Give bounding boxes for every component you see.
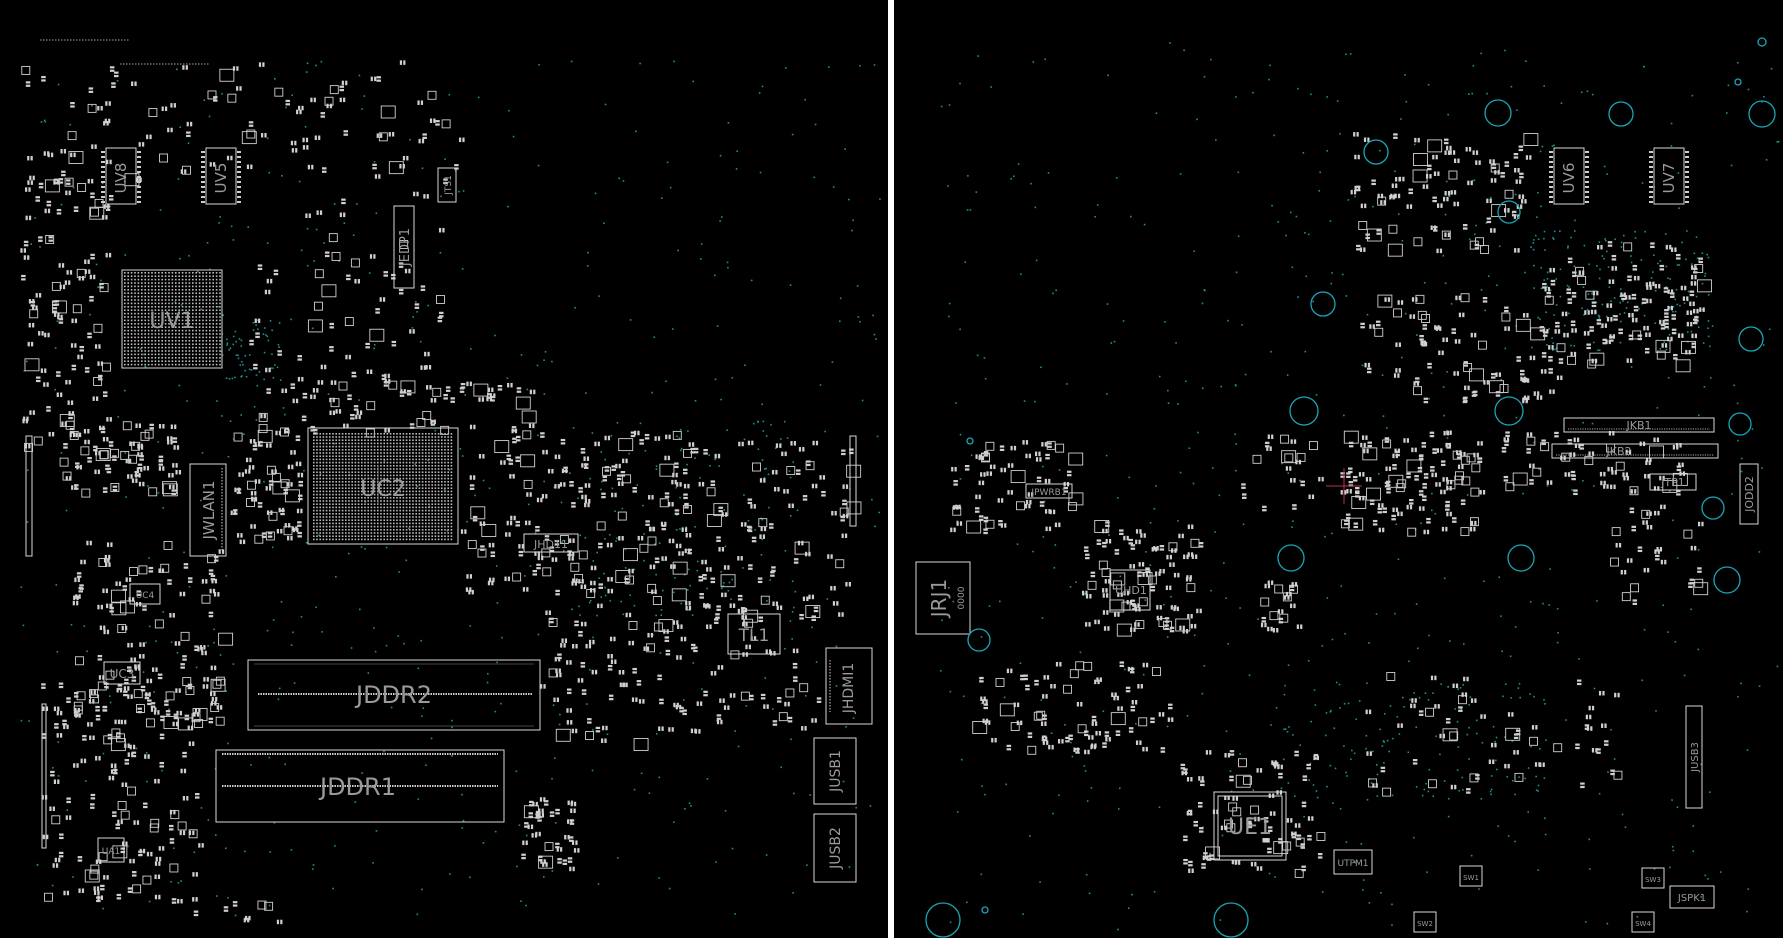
top-side-small-components <box>20 60 862 925</box>
label-jhd11: JHD11 <box>533 538 568 551</box>
left-edge-strip <box>41 703 47 849</box>
switch-sw2[interactable]: SW2 <box>1413 911 1437 933</box>
connector-jhdmi1[interactable]: JHDMI1 <box>825 647 873 725</box>
component-uv8[interactable]: UV8 <box>101 147 141 205</box>
label-jhdmi1: JHDMI1 <box>841 663 857 715</box>
label-utpm1: UTPM1 <box>1337 859 1368 869</box>
label-jddr2: JDDR2 <box>354 681 432 709</box>
label-uv5: UV5 <box>212 163 230 194</box>
component-uhd1[interactable]: UHD1 <box>1109 569 1151 611</box>
label-sw3: SW3 <box>1645 876 1661 884</box>
bottom-side-small-components <box>950 132 1712 878</box>
component-ue1[interactable]: UE1 <box>1213 791 1287 861</box>
component-uc2[interactable]: UC2 <box>307 427 459 545</box>
label-jwlan1: JWLAN1 <box>200 481 218 541</box>
connector-jddr2[interactable]: JDDR2 <box>247 659 541 731</box>
component-utpm1[interactable]: UTPM1 <box>1333 849 1373 875</box>
connector-jrj1[interactable]: JRJ1 0000 <box>915 561 971 635</box>
bottom-side-vias <box>940 42 1780 931</box>
connector-jtp1[interactable]: JTP1 <box>1649 473 1697 491</box>
component-uv7[interactable]: UV7 <box>1649 147 1689 205</box>
label-jodd2: JODD2 <box>1743 476 1756 513</box>
board-top-side-panel[interactable]: UC2 UV1 UV8 UV5 JEDP1 JTS1 <box>0 0 888 938</box>
label-uhd1: UHD1 <box>1115 584 1147 597</box>
label-uv1: UV1 <box>149 309 194 334</box>
cursor-crosshair <box>1326 468 1362 504</box>
label-jtp1: JTP1 <box>1660 476 1685 489</box>
label-jrj1: JRJ1 <box>927 579 951 619</box>
label-sw1: SW1 <box>1463 874 1479 882</box>
label-sw2: SW2 <box>1417 920 1433 928</box>
connector-jkb1[interactable]: JKB1 <box>1563 417 1715 433</box>
connector-jpwrb1[interactable]: JPWRB1 <box>1025 483 1073 499</box>
component-uv5[interactable]: UV5 <box>201 147 241 205</box>
connector-jodd2[interactable]: JODD2 <box>1739 463 1759 525</box>
connector-jusb3[interactable]: JUSB3 <box>1685 705 1703 809</box>
connector-jddr1[interactable]: JDDR1 <box>215 749 505 823</box>
connector-jwlan1[interactable]: JWLAN1 <box>189 463 227 557</box>
label-uv6: UV6 <box>1560 163 1578 194</box>
label-jkb1: JKB1 <box>1625 419 1651 432</box>
connector-jusb2[interactable]: JUSB2 <box>813 813 857 883</box>
connector-jkb2[interactable]: JKB2 <box>1551 443 1719 459</box>
connector-jhd11[interactable]: JHD11 <box>523 533 579 553</box>
connector-jspk1[interactable]: JSPK1 <box>1669 885 1715 909</box>
label-tl1: TL1 <box>738 626 770 646</box>
board-bottom-side-panel[interactable]: UE1 UHD1 JRJ1 0000 JPWRB1 JKB1 JKB2 <box>915 37 1780 938</box>
label-uc2: UC2 <box>360 477 405 502</box>
component-uc4[interactable]: UC4 <box>129 583 161 605</box>
label-jspk1: JSPK1 <box>1677 893 1706 904</box>
label-jpwrb1: JPWRB1 <box>1030 488 1066 498</box>
panel-divider[interactable] <box>888 0 894 938</box>
mounting-holes <box>925 37 1776 938</box>
component-uv6[interactable]: UV6 <box>1549 147 1589 205</box>
label-ua1: UA1 <box>102 847 120 857</box>
component-tl1[interactable]: TL1 <box>727 613 781 655</box>
label-jusb2: JUSB2 <box>828 827 844 870</box>
label-uv7: UV7 <box>1660 163 1678 194</box>
switch-sw3[interactable]: SW3 <box>1641 867 1665 889</box>
label-uv8: UV8 <box>112 163 130 194</box>
switch-sw4[interactable]: SW4 <box>1631 911 1655 933</box>
connector-jedp1[interactable]: JEDP1 <box>393 205 415 289</box>
connector-jusb1[interactable]: JUSB1 <box>813 737 857 805</box>
label-jusb1: JUSB1 <box>828 750 844 793</box>
label-uc3: UC3 <box>110 667 135 681</box>
label-jedp1: JEDP1 <box>398 228 413 267</box>
label-uc4: UC4 <box>136 591 155 601</box>
label-jts1: JTS1 <box>444 175 454 196</box>
component-ua1[interactable]: UA1 <box>97 837 125 863</box>
left-edge-connector <box>25 435 33 557</box>
connector-jts1[interactable]: JTS1 <box>437 167 457 203</box>
label-jkb2: JKB2 <box>1605 445 1631 458</box>
switch-sw1[interactable]: SW1 <box>1459 865 1483 887</box>
label-jddr1: JDDR1 <box>318 773 396 801</box>
component-uv1[interactable]: UV1 <box>121 269 223 369</box>
label-jusb3: JUSB3 <box>1690 742 1701 773</box>
top-side-background <box>0 0 888 938</box>
label-sw4: SW4 <box>1635 920 1651 928</box>
label-ue1: UE1 <box>1228 815 1272 840</box>
right-edge-connector <box>849 435 857 527</box>
component-uc3[interactable]: UC3 <box>103 661 141 685</box>
